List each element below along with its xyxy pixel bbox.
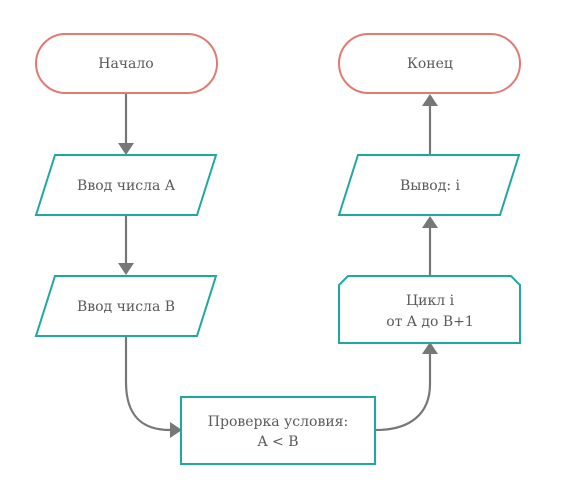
start-label: Начало [98,56,153,72]
input-b-parallelogram [34,275,218,337]
output-parallelogram [337,154,521,216]
condition-label-line1: Проверка условия: [208,414,348,430]
output-node: Вывод: i [337,154,521,216]
arrowhead-input-a [118,143,134,155]
condition-label-line2: A < B [256,434,298,450]
end-terminal-shape [338,33,521,94]
connector-input-b-to-condition [124,337,171,432]
connectors [118,94,438,438]
input-a-node: Ввод числа A [34,154,218,216]
arrowhead-end [422,94,438,106]
start-node: Начало [35,33,218,94]
arrowhead-condition [170,422,182,438]
input-a-label: Ввод числа A [77,178,176,194]
loop-label-line2: от A до B+1 [386,314,474,330]
input-b-label: Ввод числа B [77,299,175,315]
condition-rectangle [180,396,376,465]
loop-hexagon [338,275,521,344]
arrowhead-loop [422,342,438,354]
input-b-node: Ввод числа B [34,275,218,337]
input-a-parallelogram [34,154,218,216]
arrowhead-input-b [118,263,134,275]
connector-condition-to-loop [375,354,432,432]
loop-node: Цикл i от A до B+1 [338,275,521,344]
loop-label-line1: Цикл i [406,293,455,309]
arrowhead-output [422,216,438,228]
start-terminal-shape [35,33,218,94]
output-label: Вывод: i [400,178,461,194]
condition-node: Проверка условия: A < B [180,396,376,465]
end-node: Конец [338,33,521,94]
end-label: Конец [407,56,453,72]
